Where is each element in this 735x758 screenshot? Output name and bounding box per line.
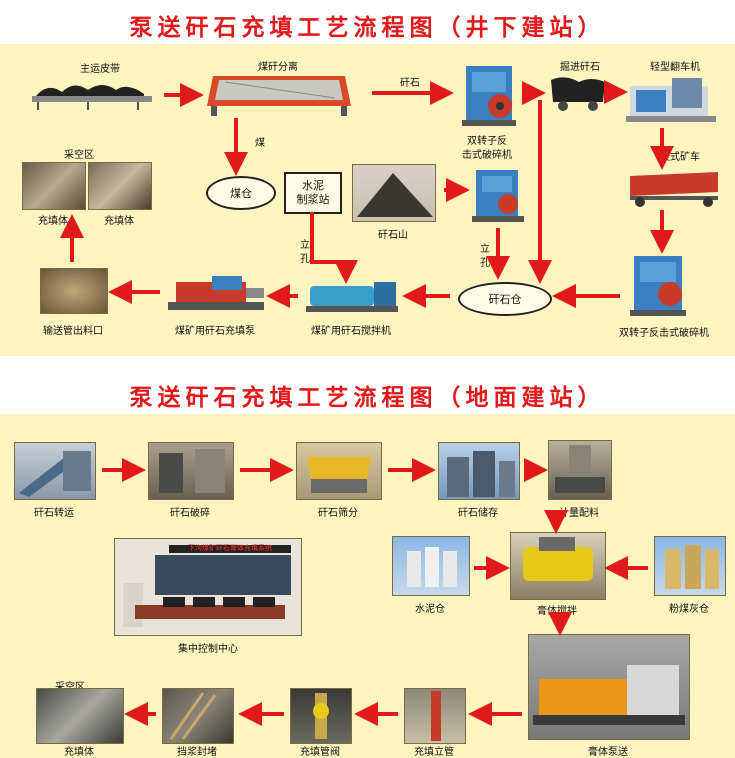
tipper-image (622, 72, 722, 126)
label-fill2: 充填体 (104, 216, 134, 227)
main-belt-image (28, 76, 158, 110)
arrow-cement-to-mixer (310, 212, 358, 284)
label-fill-body: 充填体 (64, 747, 94, 758)
label-mixer: 煤矿用矸石搅拌机 (311, 326, 391, 337)
bottom-flow-arrows (102, 458, 648, 726)
label-crusher2: 双转子反击式破碎机 (619, 328, 709, 339)
label-coal-gangue-sep: 煤矸分离 (258, 62, 298, 73)
label-vertical-hole2-b: 孔 (480, 258, 490, 269)
shuttle-car-image (626, 168, 722, 208)
label-tipper: 轻型翻车机 (650, 62, 700, 73)
label-cement-b: 制浆站 (296, 193, 330, 206)
top-flow-arrows (60, 80, 674, 308)
label-gangue-screen: 矸石筛分 (318, 508, 358, 519)
pump-image (166, 272, 266, 316)
control-screen-text: 下沟煤矿矸石膏体充填系统 (188, 544, 272, 552)
cement-bin-photo (392, 536, 470, 596)
label-paste-pump: 膏体泵送 (588, 747, 628, 758)
top-title: 泵送矸石充填工艺流程图（井下建站） (129, 15, 606, 41)
goaf-photo-1 (22, 162, 86, 210)
label-goaf-bottom: 采空区 (48, 678, 92, 693)
label-pump: 煤矿用矸石充填泵 (175, 326, 255, 337)
label-gangue-transport: 矸石转运 (34, 508, 74, 519)
label-control-center: 集中控制中心 (178, 644, 238, 655)
label-vertical-hole1-a: 立 (300, 240, 310, 251)
gangue-crush-photo (148, 442, 234, 500)
metering-photo (548, 440, 612, 500)
gangue-bin-node: 矸石仓 (458, 282, 552, 316)
flyash-bin-photo (654, 536, 726, 596)
label-fill-riser: 充填立管 (414, 747, 454, 758)
label-goaf-top: 采空区 (64, 150, 94, 161)
label-gangue1: 矸石 (400, 78, 420, 89)
surface-station-panel: 泵送矸石充填工艺流程图（地面建站） 矸石转运 矸石破碎 矸石筛分 矸石储存 计量… (0, 362, 735, 758)
label-fill1: 充填体 (38, 216, 68, 227)
top-title-band: 泵送矸石充填工艺流程图（井下建站） (0, 0, 735, 44)
mixer-image (304, 278, 400, 314)
cement-station-box: 水泥 制浆站 (284, 172, 342, 214)
underground-station-panel: 泵送矸石充填工艺流程图（井下建站） 主运皮带 煤矸分离 矸石 双转子反 击式破碎… (0, 0, 735, 356)
mine-car-image (545, 76, 611, 112)
crusher2-image (626, 252, 690, 318)
separator-image (205, 72, 355, 116)
fill-body-photo (36, 688, 124, 744)
crusher1-image (458, 62, 520, 128)
label-coal: 煤 (255, 138, 265, 149)
label-crusher1-a: 双转子反 (467, 136, 507, 147)
gangue-hill-image (352, 164, 436, 222)
label-excavate-gangue: 掘进矸石 (560, 62, 600, 73)
coal-bin-node: 煤仓 (206, 176, 276, 210)
goaf-photo-2 (88, 162, 152, 210)
gangue-store-photo (438, 442, 520, 500)
bottom-title-band: 泵送矸石充填工艺流程图（地面建站） (0, 362, 735, 414)
label-gangue-store: 矸石储存 (458, 508, 498, 519)
label-vertical-hole1-b: 孔 (300, 254, 310, 265)
crusher-small-image (470, 166, 526, 224)
control-center-photo: 下沟煤矿矸石膏体充填系统 (114, 538, 302, 636)
fill-valve-photo (290, 688, 352, 744)
label-metering: 计量配料 (559, 508, 599, 519)
bottom-title: 泵送矸石充填工艺流程图（地面建站） (129, 385, 606, 411)
label-gangue-hill: 矸石山 (378, 230, 408, 241)
bulkhead-photo (162, 688, 234, 744)
paste-pump-photo (528, 634, 690, 740)
pipe-outlet-photo (40, 268, 108, 314)
fill-riser-photo (404, 688, 466, 744)
gangue-screen-photo (296, 442, 382, 500)
label-flyash-bin: 粉煤灰仓 (669, 604, 709, 615)
label-main-belt: 主运皮带 (80, 64, 120, 75)
paste-mix-photo (510, 532, 606, 600)
label-crusher1-b: 击式破碎机 (462, 150, 512, 161)
label-paste-mix: 膏体搅拌 (537, 606, 577, 617)
label-gangue-crush: 矸石破碎 (170, 508, 210, 519)
label-vertical-hole2-a: 立 (480, 244, 490, 255)
label-cement-bin: 水泥仓 (415, 604, 445, 615)
label-pipe-outlet: 输送管出料口 (43, 326, 103, 337)
label-shuttle-car: 梭式矿车 (660, 152, 700, 163)
label-fill-valve: 充填管阀 (300, 747, 340, 758)
label-bulkhead: 挡浆封堵 (177, 747, 217, 758)
gangue-transport-photo (14, 442, 96, 500)
label-cement-a: 水泥 (302, 179, 324, 192)
